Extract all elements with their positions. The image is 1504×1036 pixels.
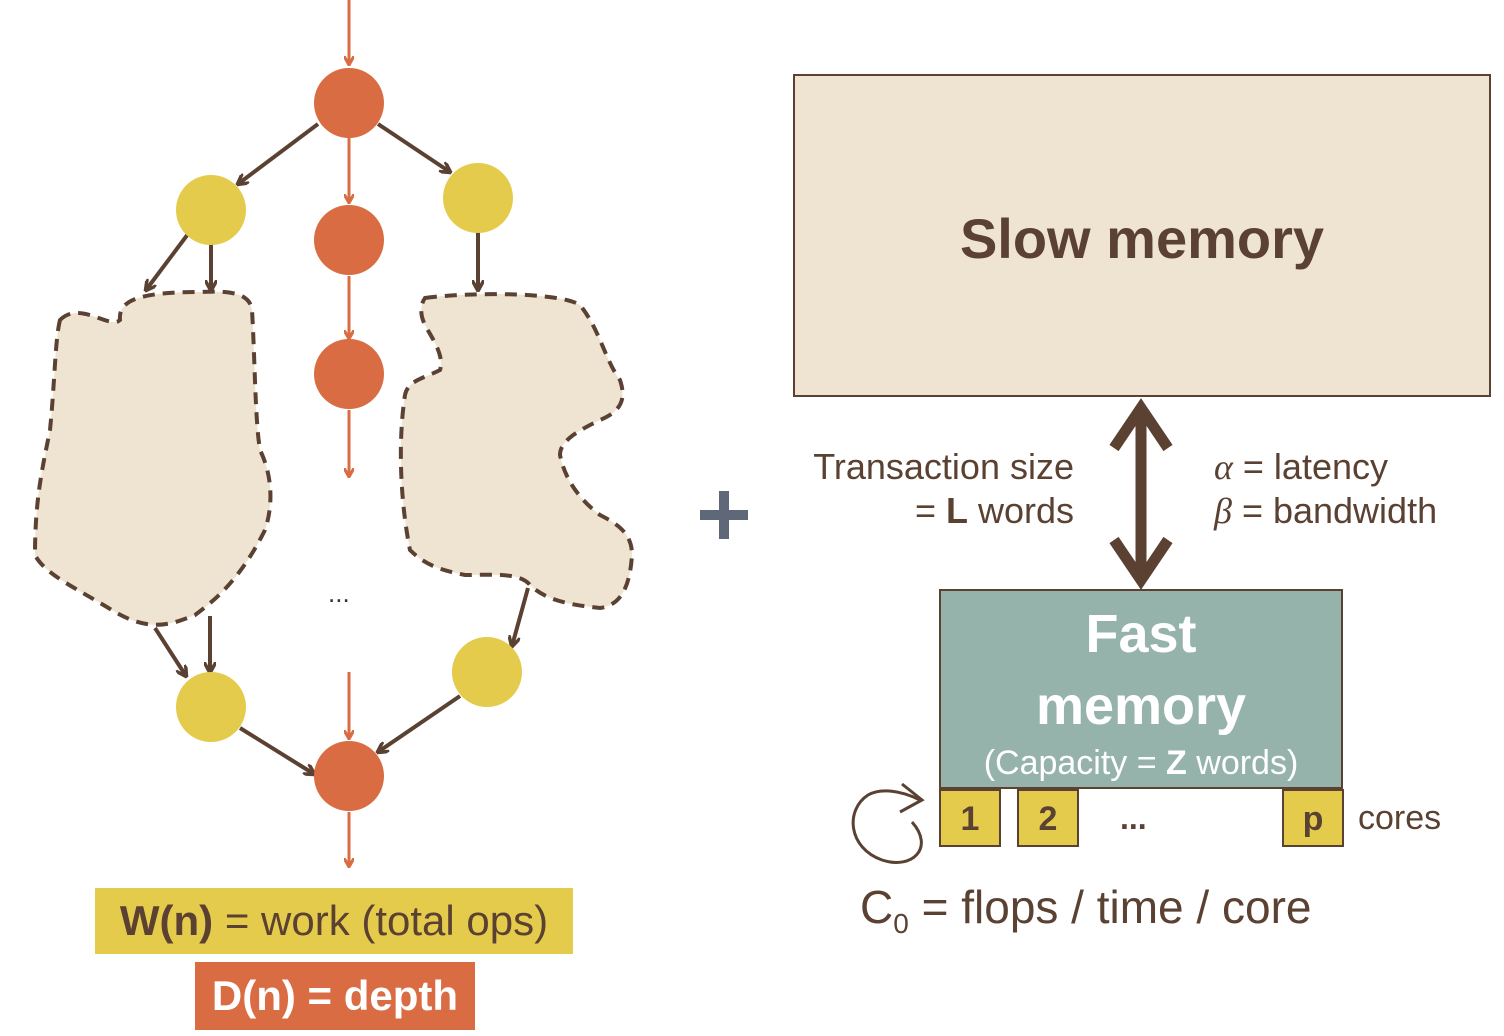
core-label-2: 2 [1038, 800, 1058, 838]
node-sink [314, 741, 384, 811]
bandwidth-label: β = bandwidth [1214, 490, 1437, 532]
capacity-Z: Z [1166, 744, 1187, 782]
fast-memory-title-1: Fast [1085, 604, 1197, 664]
node-right-1 [443, 163, 513, 233]
edge-left-to-cloud-a [146, 232, 190, 290]
alpha-symbol: α [1214, 447, 1233, 487]
rate-sub: 0 [893, 908, 909, 940]
core-box-2 [1017, 789, 1079, 847]
transaction-eq: = [914, 490, 946, 531]
node-bottom-right [452, 637, 522, 707]
fast-memory-capacity: (Capacity = Z words) [940, 744, 1342, 783]
edge-bottom-left-to-sink [238, 726, 314, 774]
transaction-size-label: Transaction size [813, 446, 1074, 487]
flop-rate-label: C0 = flops / time / core [860, 880, 1311, 940]
node-left-1 [176, 175, 246, 245]
capacity-prefix: (Capacity = [983, 744, 1167, 782]
memory-arrow-head-down [1109, 536, 1173, 590]
latency-text: = latency [1232, 446, 1388, 487]
work-label-text: = work (total ops) [213, 897, 549, 944]
work-label: W(n) = work (total ops) [95, 888, 573, 954]
bandwidth-text: = bandwidth [1231, 490, 1438, 531]
rate-text: = flops / time / core [908, 881, 1312, 933]
node-spine-2 [314, 205, 384, 275]
node-spine-3 [314, 339, 384, 409]
transaction-words: words [967, 490, 1074, 531]
edge-cloud-to-bottom-left-a [153, 626, 186, 676]
work-label-symbol: W(n) [119, 897, 214, 944]
fast-memory-box [939, 589, 1343, 789]
loop-arrow-head [899, 782, 925, 814]
cores-label: cores [1358, 799, 1442, 837]
transaction-size-value: = L words [780, 490, 1074, 532]
slow-memory-label: Slow memory [959, 207, 1325, 270]
node-top [314, 68, 384, 138]
core-box-1 [939, 789, 1001, 847]
cores-ellipsis: ... [1120, 800, 1147, 836]
dag-ellipsis: ... [328, 578, 350, 608]
node-bottom-left [176, 672, 246, 742]
edge-cloud-to-bottom-right [512, 587, 530, 646]
edge-bottom-right-to-sink [378, 694, 462, 752]
memory-arrow-head-up [1109, 398, 1173, 452]
loop-arrow [851, 789, 923, 864]
depth-label: D(n) = depth [195, 962, 475, 1030]
plus-icon-v [719, 491, 729, 539]
transaction-L: L [945, 490, 968, 531]
capacity-suffix: words) [1186, 744, 1299, 782]
core-label-1: 1 [960, 800, 980, 838]
subdag-cloud-left [32, 289, 273, 627]
fast-memory-title-2: memory [1035, 676, 1247, 736]
core-box-p [1282, 789, 1344, 847]
slow-memory-box [793, 74, 1491, 397]
edge-top-to-left [238, 122, 320, 184]
subdag-cloud-right [398, 292, 635, 611]
latency-label: α = latency [1214, 446, 1388, 488]
edge-top-to-right [376, 122, 450, 172]
beta-symbol: β [1214, 491, 1232, 531]
core-label-p: p [1302, 800, 1324, 838]
rate-c: C [860, 881, 894, 933]
